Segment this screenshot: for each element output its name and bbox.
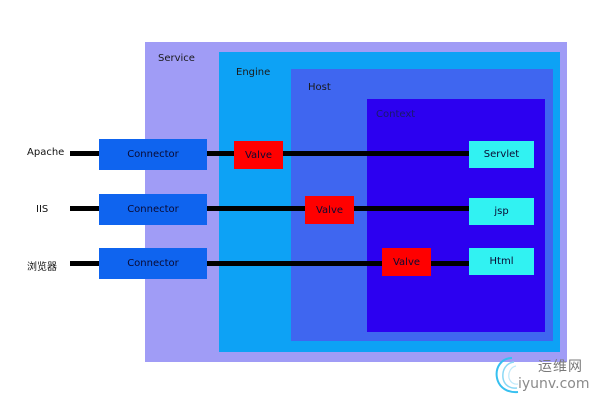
watermark-logo-icon — [495, 357, 519, 394]
watermark: 运维网 iyunv.com — [492, 352, 596, 396]
host-label: Host — [308, 82, 331, 93]
endpoint-jsp: jsp — [469, 198, 534, 225]
source-iis: IIS — [36, 204, 49, 215]
wire-apache-out — [206, 151, 470, 156]
endpoint-servlet: Servlet — [469, 141, 534, 168]
wire-browser-out — [206, 261, 470, 266]
valve-engine: Valve — [234, 141, 283, 169]
watermark-brand: 运维网 — [538, 359, 583, 375]
connector-iis: Connector — [99, 194, 207, 225]
context-label: Context — [376, 109, 416, 120]
wire-browser-in — [70, 261, 100, 266]
endpoint-html: Html — [469, 248, 534, 275]
valve-host: Valve — [305, 196, 354, 224]
wire-iis-in — [70, 206, 100, 211]
wire-apache-in — [70, 151, 100, 156]
watermark-domain: iyunv.com — [518, 376, 590, 392]
valve-context: Valve — [382, 248, 431, 276]
service-label: Service — [158, 53, 195, 64]
source-browser: 浏览器 — [27, 262, 57, 273]
connector-browser: Connector — [99, 248, 207, 279]
connector-apache: Connector — [99, 139, 207, 170]
engine-label: Engine — [236, 67, 271, 78]
source-apache: Apache — [27, 147, 65, 158]
